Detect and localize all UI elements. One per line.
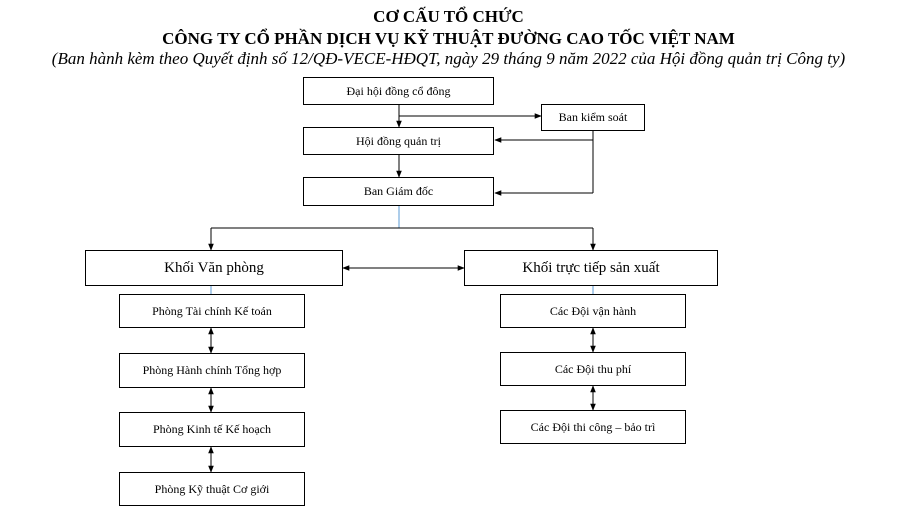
node-ban-giam-doc: Ban Giám đốc [303, 177, 494, 206]
node-phong-tai-chinh-ke-toan: Phòng Tài chính Kế toán [119, 294, 305, 328]
node-hoi-dong-quan-tri: Hội đồng quản trị [303, 127, 494, 155]
node-phong-kinh-te-ke-hoach: Phòng Kinh tế Kế hoạch [119, 412, 305, 447]
node-ban-kiem-soat: Ban kiểm soát [541, 104, 645, 131]
node-khoi-truc-tiep-san-xuat: Khối trực tiếp sản xuất [464, 250, 718, 286]
node-dai-hoi-dong-co-dong: Đại hội đồng cổ đông [303, 77, 494, 105]
node-phong-ky-thuat-co-gioi: Phòng Kỹ thuật Cơ giới [119, 472, 305, 506]
company-name: CÔNG TY CỔ PHẦN DỊCH VỤ KỸ THUẬT ĐƯỜNG C… [162, 29, 735, 48]
decision-note: (Ban hành kèm theo Quyết định số 12/QĐ-V… [51, 49, 846, 68]
node-cac-doi-thi-cong-bao-tri: Các Đội thi công – bảo trì [500, 410, 686, 444]
node-cac-doi-thu-phi: Các Đội thu phí [500, 352, 686, 386]
node-cac-doi-van-hanh: Các Đội vận hành [500, 294, 686, 328]
node-khoi-van-phong: Khối Văn phòng [85, 250, 343, 286]
chart-title: CƠ CẤU TỔ CHỨC [373, 7, 524, 26]
node-phong-hanh-chinh-tong-hop: Phòng Hành chính Tổng hợp [119, 353, 305, 388]
